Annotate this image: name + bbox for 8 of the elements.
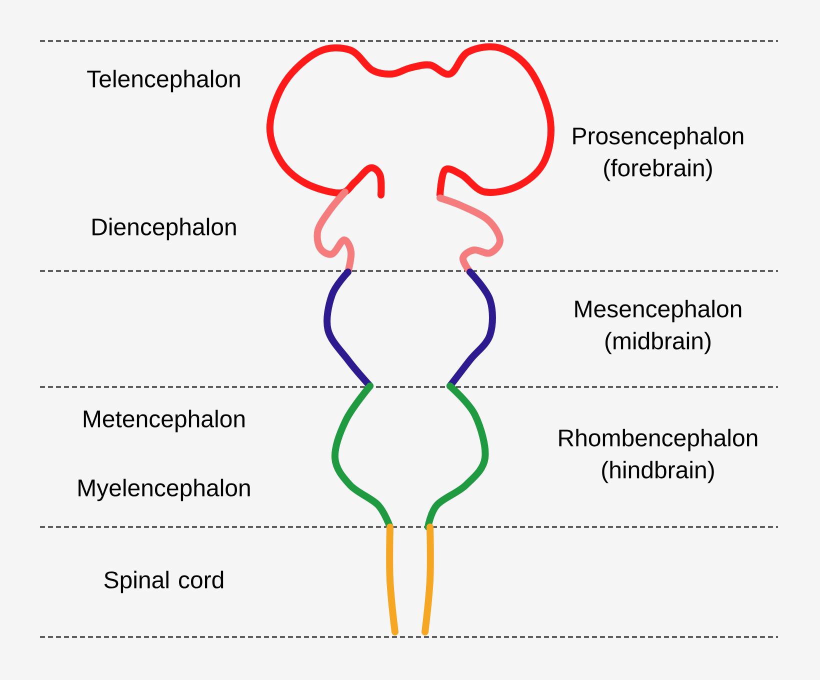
region-label: Myelencephalon <box>78 478 250 502</box>
region-label: Diencephalon <box>92 218 236 240</box>
region-label: Rhombencephalon (hindbrain) <box>559 428 758 484</box>
region-label: Mesencephalon (midbrain) <box>575 300 742 354</box>
region-label: Prosencephalon (forebrain) <box>573 126 744 182</box>
region-label: Telencephalon <box>87 70 240 92</box>
region-label: Metencephalon <box>84 410 244 432</box>
region-label: Spinal cord <box>104 570 224 594</box>
